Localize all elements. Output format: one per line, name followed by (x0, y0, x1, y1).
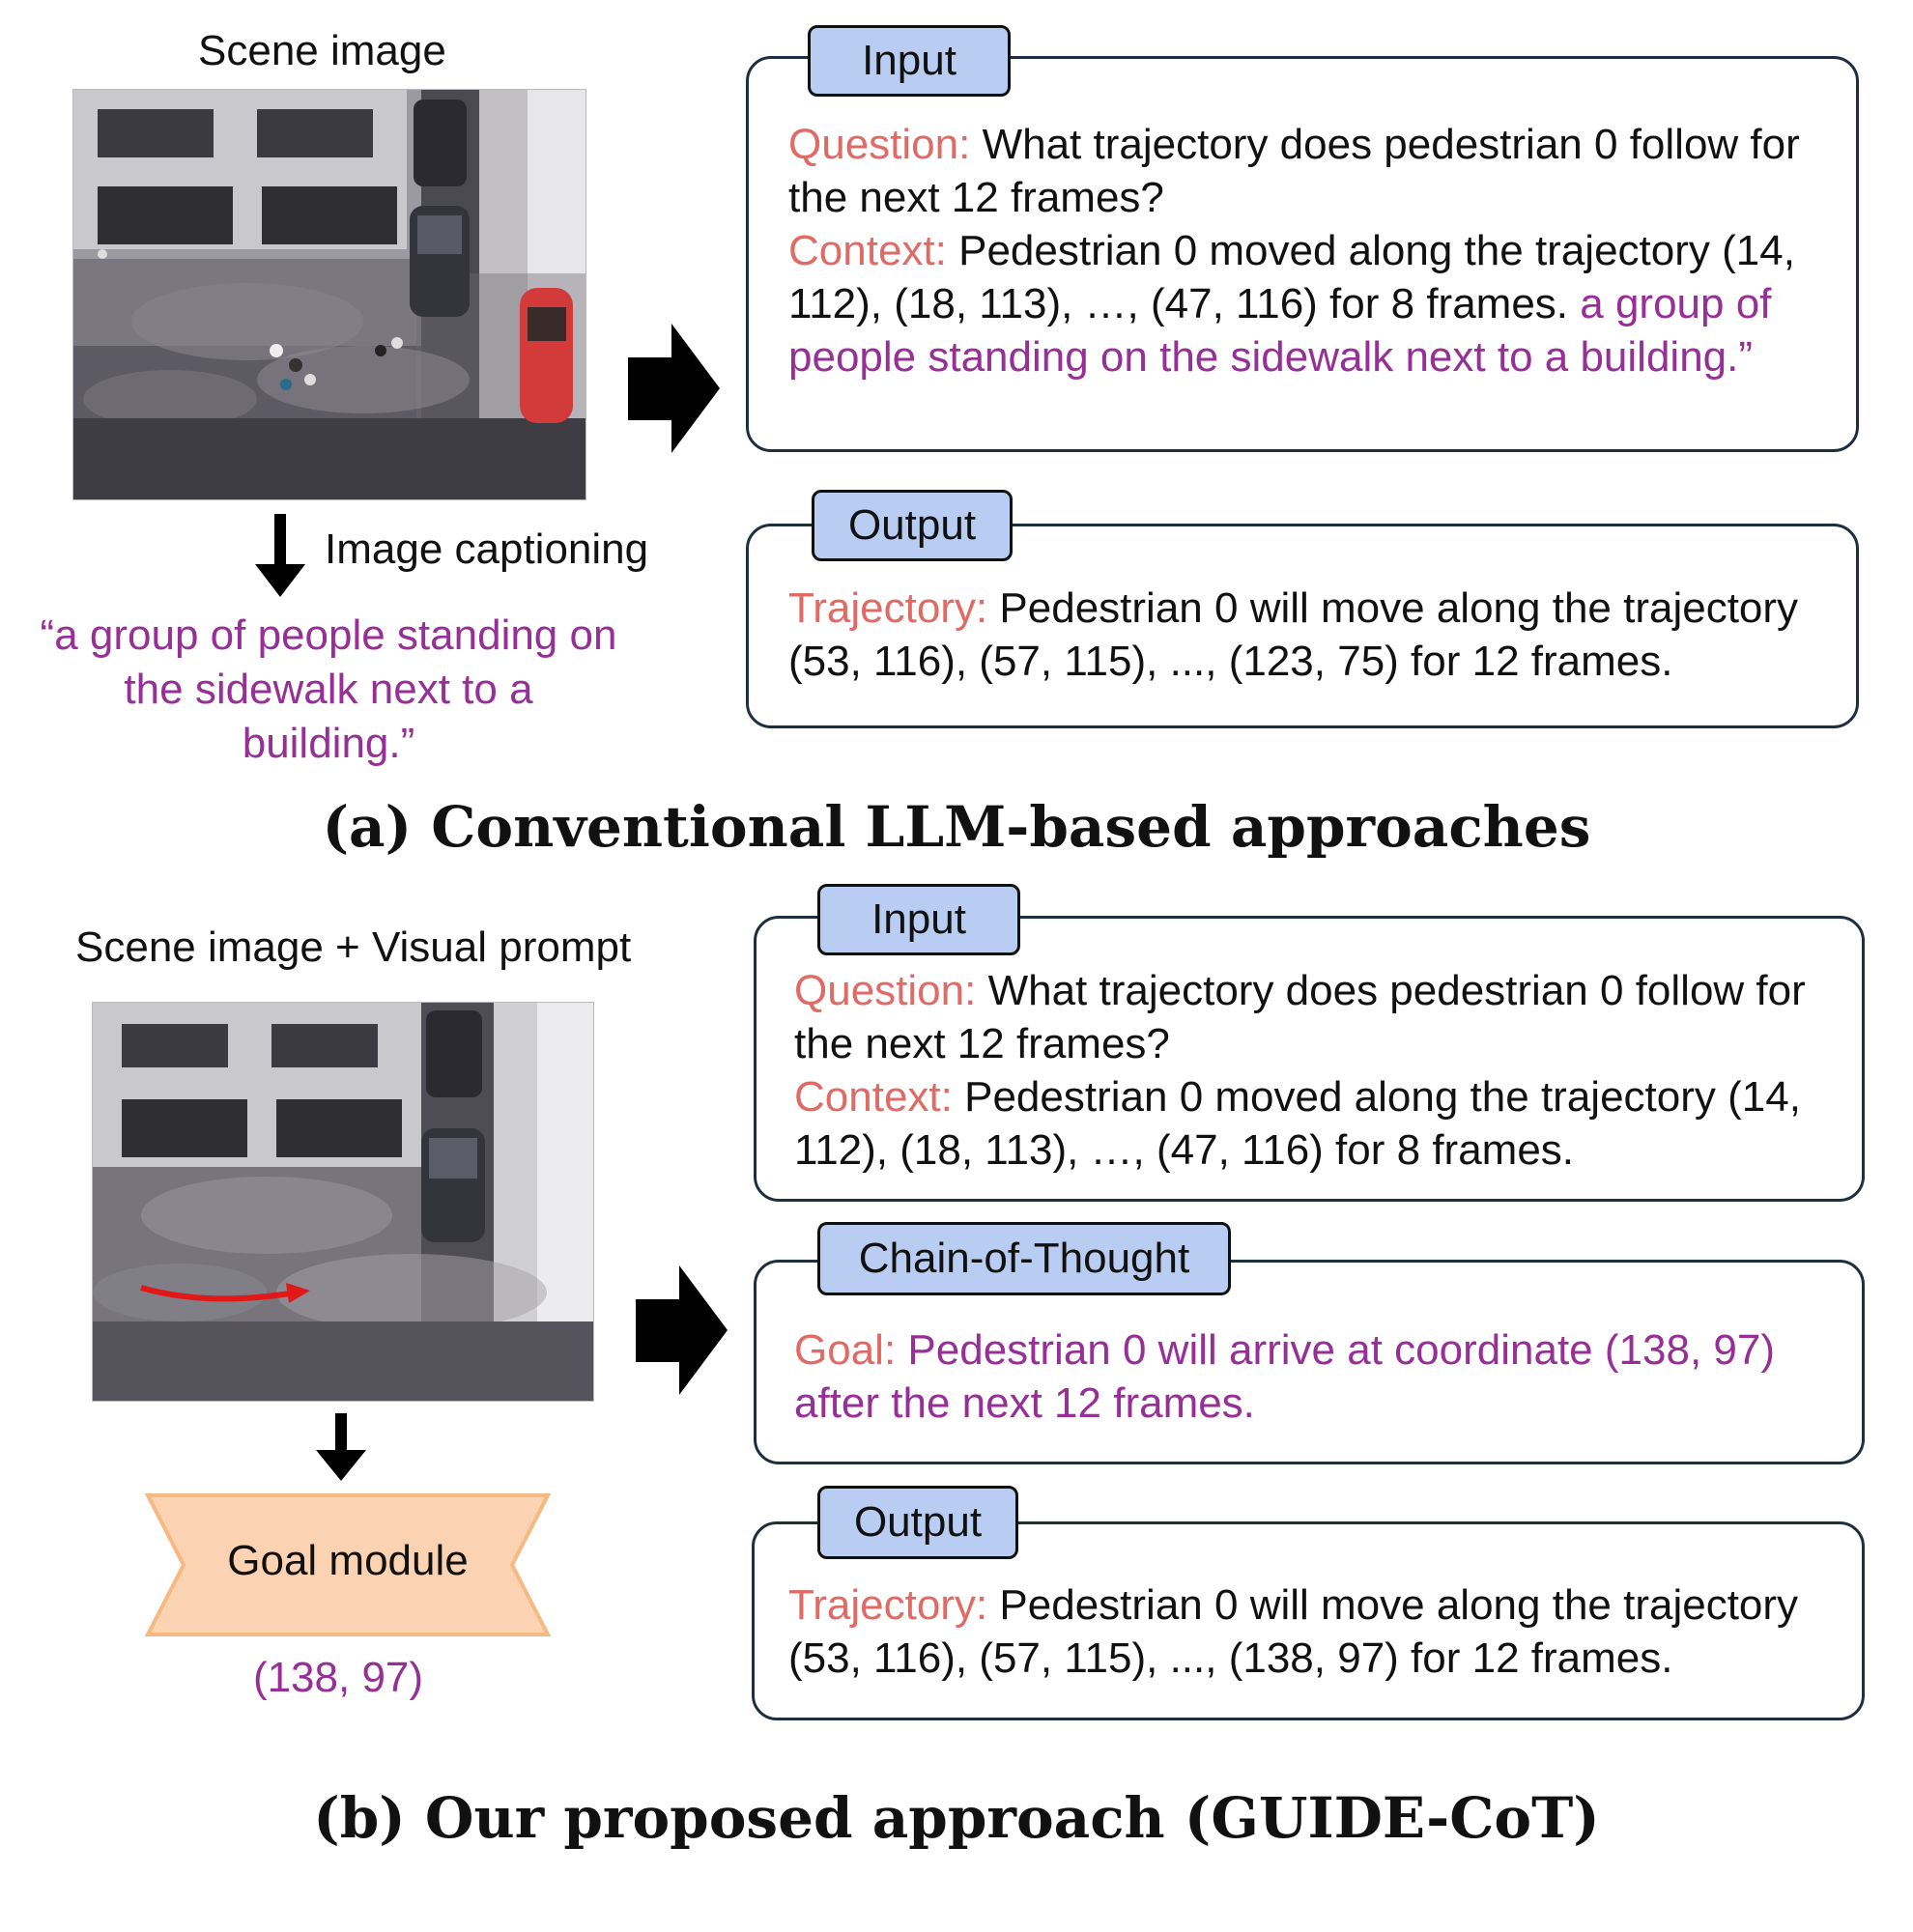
trajectory-text: Pedestrian 0 will move along the traject… (788, 584, 1799, 685)
scene-image-label: Scene image (198, 27, 446, 74)
question-key: Question: (788, 121, 971, 168)
question-key: Question: (794, 967, 977, 1014)
output-tag-a: Output (812, 490, 1013, 561)
goal-module-label: Goal module (227, 1537, 469, 1584)
goal-text: Pedestrian 0 will arrive at coordinate (… (794, 1326, 1775, 1427)
right-arrow-icon (636, 1265, 728, 1395)
goal-key: Goal: (794, 1326, 897, 1374)
input-tag-a: Input (808, 25, 1011, 97)
scene-image-with-prompt (92, 1002, 594, 1402)
image-captioning-label: Image captioning (325, 526, 649, 573)
street-scene-picture (93, 1003, 593, 1401)
output-text-b: Trajectory: Pedestrian 0 will move along… (788, 1578, 1851, 1685)
input-text-a: Question: What trajectory does pedestria… (788, 118, 1842, 384)
output-tag-b: Output (817, 1486, 1018, 1559)
context-text: Pedestrian 0 moved along the trajectory … (788, 227, 1795, 327)
input-box-a (746, 56, 1859, 452)
context-key: Context: (794, 1073, 953, 1121)
caption-a: (a) Conventional LLM-based approaches (322, 794, 1591, 860)
input-text-b: Question: What trajectory does pedestria… (794, 964, 1847, 1177)
cot-tag: Chain-of-Thought (817, 1222, 1231, 1295)
output-text-a: Trajectory: Pedestrian 0 will move along… (788, 582, 1851, 688)
scene-visual-prompt-label: Scene image + Visual prompt (75, 923, 632, 971)
caption-b: (b) Our proposed approach (GUIDE-CoT) (313, 1785, 1600, 1851)
goal-module-shape (145, 1493, 551, 1636)
trajectory-key: Trajectory: (788, 584, 988, 632)
down-arrow-icon (255, 514, 305, 597)
input-tag-b: Input (817, 884, 1020, 955)
question-text: What trajectory does pedestrian 0 follow… (788, 121, 1800, 221)
scene-image (72, 89, 586, 500)
right-arrow-icon (628, 324, 720, 453)
caption-line-2: the sidewalk next to a building.” (124, 666, 533, 767)
cot-text: Goal: Pedestrian 0 will arrive at coordi… (794, 1323, 1857, 1430)
context-key: Context: (788, 227, 947, 274)
goal-coordinate: (138, 97) (252, 1654, 424, 1701)
context-text: Pedestrian 0 moved along the trajectory … (794, 1073, 1801, 1174)
input-box-b (754, 916, 1865, 1202)
street-scene-picture (73, 90, 585, 499)
context-caption: a group of people standing on the sidewa… (788, 280, 1772, 381)
question-text: What trajectory does pedestrian 0 follow… (794, 967, 1806, 1067)
generated-caption: “a group of people standing on the sidew… (39, 609, 618, 771)
trajectory-text: Pedestrian 0 will move along the traject… (788, 1581, 1799, 1682)
down-arrow-icon (316, 1413, 366, 1481)
caption-line-1: “a group of people standing on (40, 611, 617, 659)
trajectory-key: Trajectory: (788, 1581, 988, 1629)
